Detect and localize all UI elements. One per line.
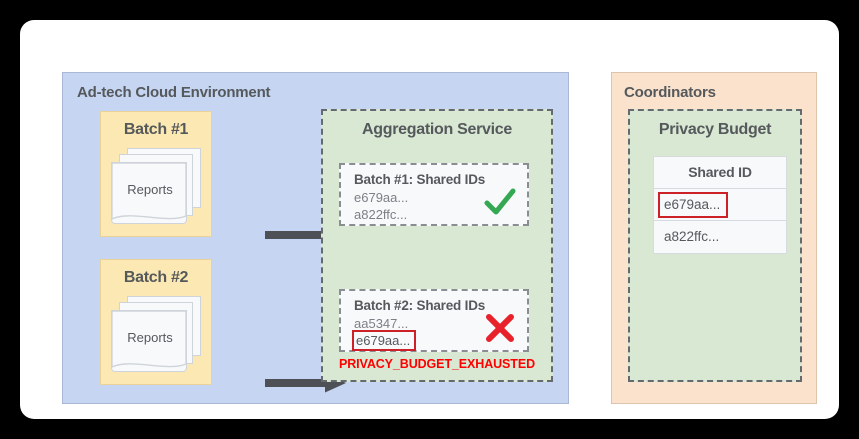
shared-id-column-header: Shared ID: [654, 157, 786, 189]
aggregation-service-title: Aggregation Service: [362, 121, 512, 138]
flagged-shared-id-cell: e679aa...: [658, 192, 729, 218]
batch-1-card-title: Batch #1: Shared IDs: [354, 172, 486, 187]
red-x-icon: [486, 314, 514, 342]
document-icon: Reports: [111, 310, 187, 372]
table-row: e679aa...: [654, 189, 786, 221]
shared-id-value: a822ffc...: [354, 207, 408, 222]
batch-2-box: Batch #2 Reports: [100, 259, 212, 385]
batch-1-box: Batch #1 Reports: [100, 111, 212, 237]
document-shape-icon: [111, 310, 187, 369]
flagged-shared-id-value: e679aa...: [352, 330, 417, 351]
coordinators-panel-title: Coordinators: [624, 84, 716, 101]
shared-id-cell: a822ffc...: [664, 229, 720, 244]
adtech-panel-title: Ad-tech Cloud Environment: [77, 84, 271, 101]
document-shape-icon: [111, 162, 187, 221]
batch-1-doc-label: Reports: [127, 182, 173, 197]
privacy-budget-box: Privacy Budget Shared ID e679aa... a822f…: [628, 109, 802, 382]
document-icon: Reports: [111, 162, 187, 224]
diagram-card: Ad-tech Cloud Environment Batch #1 Repor…: [20, 20, 839, 419]
batch-1-shared-ids-card: Batch #1: Shared IDs e679aa... a822ffc..…: [339, 163, 529, 226]
batch-2-label: Batch #2: [123, 269, 189, 286]
batch-2-shared-ids-card: Batch #2: Shared IDs aa5347... e679aa...: [339, 289, 529, 352]
green-check-icon: [484, 188, 516, 215]
batch-1-reports-stack: Reports: [111, 148, 203, 226]
batch-2-card-title: Batch #2: Shared IDs: [354, 298, 486, 313]
shared-id-table: Shared ID e679aa... a822ffc...: [653, 156, 787, 254]
batch-1-label: Batch #1: [123, 121, 189, 138]
privacy-budget-error-text: PRIVACY_BUDGET_EXHAUSTED: [338, 357, 535, 371]
coordinators-panel: Coordinators Privacy Budget Shared ID e6…: [611, 72, 817, 404]
adtech-cloud-environment-panel: Ad-tech Cloud Environment Batch #1 Repor…: [62, 72, 569, 404]
shared-id-value: aa5347...: [354, 316, 409, 331]
privacy-budget-title: Privacy Budget: [658, 121, 772, 138]
batch-2-doc-label: Reports: [127, 330, 173, 345]
aggregation-service-box: Aggregation Service Batch #1: Shared IDs…: [321, 109, 553, 382]
shared-id-value: e679aa...: [354, 190, 409, 205]
table-row: a822ffc...: [654, 221, 786, 253]
batch-2-reports-stack: Reports: [111, 296, 203, 374]
